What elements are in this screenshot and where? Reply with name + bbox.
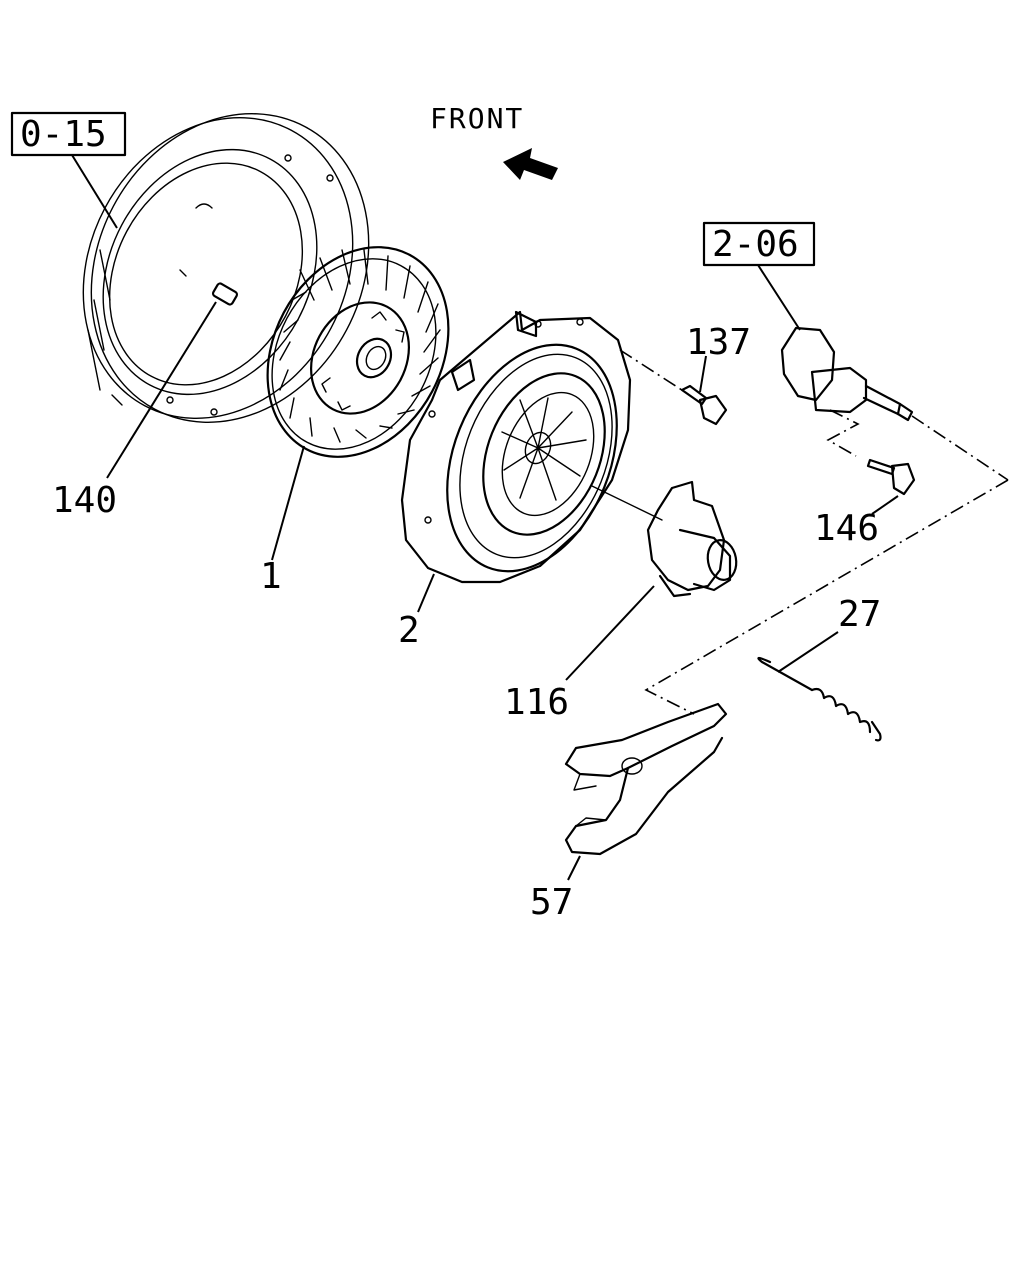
release-fork: 57	[530, 702, 728, 923]
front-arrow-icon	[503, 148, 558, 180]
callout-2: 2	[398, 610, 420, 651]
clutch-disc: 1	[260, 246, 450, 597]
bolt-146: 146	[814, 409, 916, 549]
reference-flywheel-text: 0-15	[20, 114, 107, 155]
front-label: FRONT	[430, 102, 524, 135]
callout-27: 27	[838, 594, 881, 635]
callout-137: 137	[686, 322, 751, 363]
front-indicator: FRONT	[430, 102, 558, 180]
callout-116: 116	[504, 682, 569, 723]
callout-146: 146	[814, 508, 879, 549]
reference-cylinder-text: 2-06	[712, 224, 799, 265]
dowel-pin: 140	[52, 282, 239, 521]
reference-box-flywheel: 0-15	[10, 111, 127, 229]
flywheel	[82, 113, 370, 423]
reference-box-cylinder: 2-06	[702, 221, 816, 331]
callout-1: 1	[260, 556, 282, 597]
callout-140: 140	[52, 480, 117, 521]
bolt-137: 137	[619, 322, 751, 426]
release-bearing: 116	[504, 480, 738, 723]
pressure-plate: 2	[398, 310, 632, 651]
callout-57: 57	[530, 882, 573, 923]
slave-cylinder	[780, 326, 1009, 481]
linkage-line	[644, 479, 1009, 715]
return-spring: 27	[757, 594, 882, 742]
